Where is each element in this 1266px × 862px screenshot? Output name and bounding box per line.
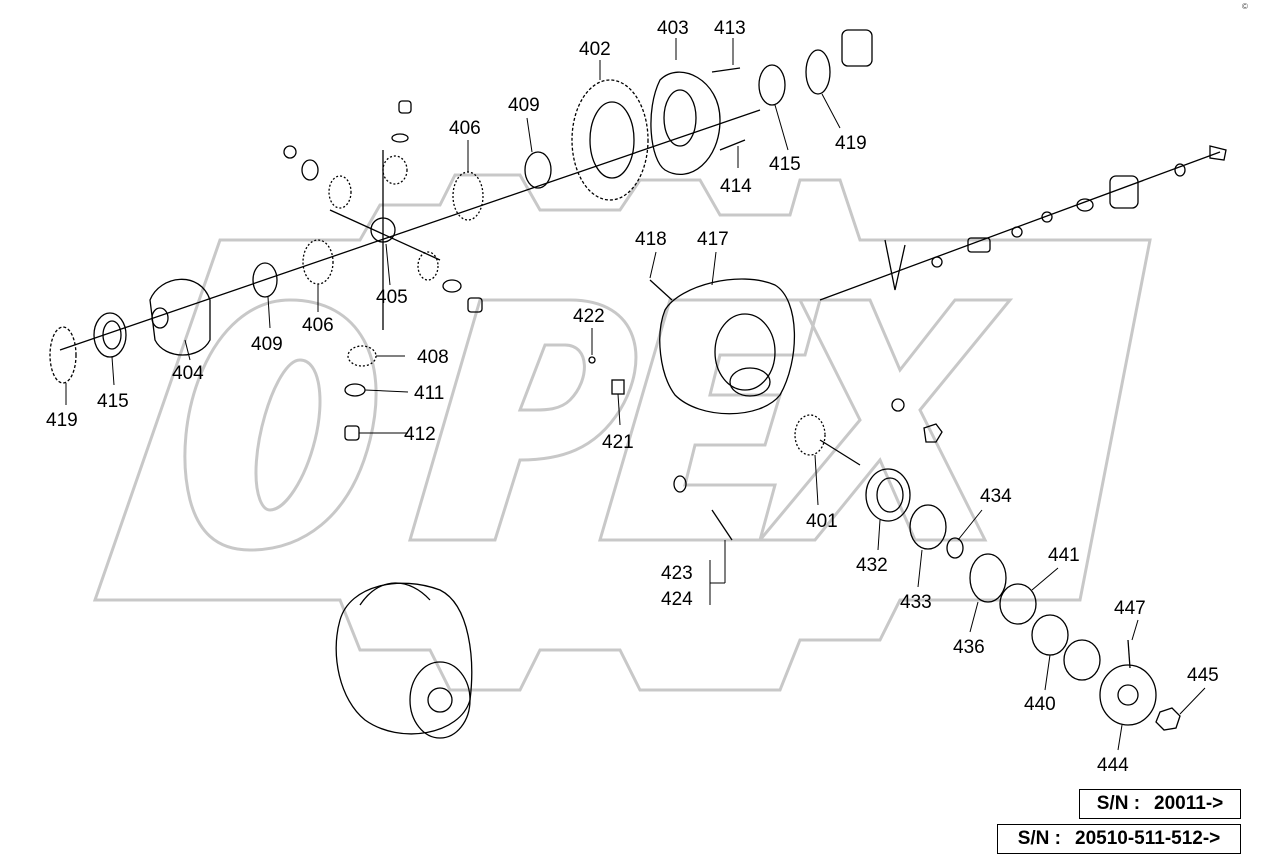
part-label-422: 422 — [573, 306, 605, 327]
part-label-436: 436 — [953, 637, 985, 658]
part-label-415-left: 415 — [97, 391, 129, 412]
part-label-440: 440 — [1024, 694, 1056, 715]
serial-number-value: 20011-> — [1154, 793, 1224, 814]
part-label-421: 421 — [602, 432, 634, 453]
part-label-414: 414 — [720, 176, 752, 197]
serial-number-box-1: S/N : 20011-> — [1079, 789, 1241, 819]
part-label-411: 411 — [414, 383, 444, 404]
watermark-opex — [183, 298, 1014, 552]
part-label-419-left: 419 — [46, 410, 78, 431]
watermark-gear — [92, 173, 1152, 692]
part-label-423: 423 — [661, 563, 693, 584]
part-label-447: 447 — [1114, 598, 1146, 619]
part-label-444: 444 — [1097, 755, 1129, 776]
part-label-404: 404 — [172, 363, 204, 384]
part-label-405: 405 — [376, 287, 408, 308]
serial-number-value: 20510-511-512-> — [1075, 828, 1221, 849]
part-label-417: 417 — [697, 229, 729, 250]
part-label-402: 402 — [579, 39, 611, 60]
part-labels: 401 402 403 404 405 406 406 408 409 409 … — [46, 18, 1219, 776]
leader-lines — [65, 38, 1206, 751]
part-label-418: 418 — [635, 229, 667, 250]
part-label-419-right: 419 — [835, 133, 867, 154]
corner-mark: © — [1242, 2, 1248, 11]
part-label-413: 413 — [714, 18, 746, 39]
part-label-401: 401 — [806, 511, 838, 532]
part-label-406-upper: 406 — [449, 118, 481, 139]
part-label-412: 412 — [404, 424, 436, 445]
part-label-403: 403 — [657, 18, 689, 39]
part-label-424: 424 — [661, 589, 693, 610]
serial-number-label: S/N : — [1017, 828, 1061, 849]
part-label-409-upper: 409 — [508, 95, 540, 116]
part-label-433: 433 — [900, 592, 932, 613]
serial-number-box-2: S/N : 20510-511-512-> — [997, 824, 1241, 854]
part-label-432: 432 — [856, 555, 888, 576]
part-label-406-lower: 406 — [302, 315, 334, 336]
part-label-409-lower: 409 — [251, 334, 283, 355]
part-drawings — [49, 29, 1227, 739]
part-label-434: 434 — [980, 486, 1012, 507]
serial-number-label: S/N : — [1096, 793, 1141, 814]
part-label-445: 445 — [1187, 665, 1219, 686]
part-label-441: 441 — [1048, 545, 1080, 566]
part-label-408: 408 — [417, 347, 449, 368]
part-label-415-right: 415 — [769, 154, 801, 175]
